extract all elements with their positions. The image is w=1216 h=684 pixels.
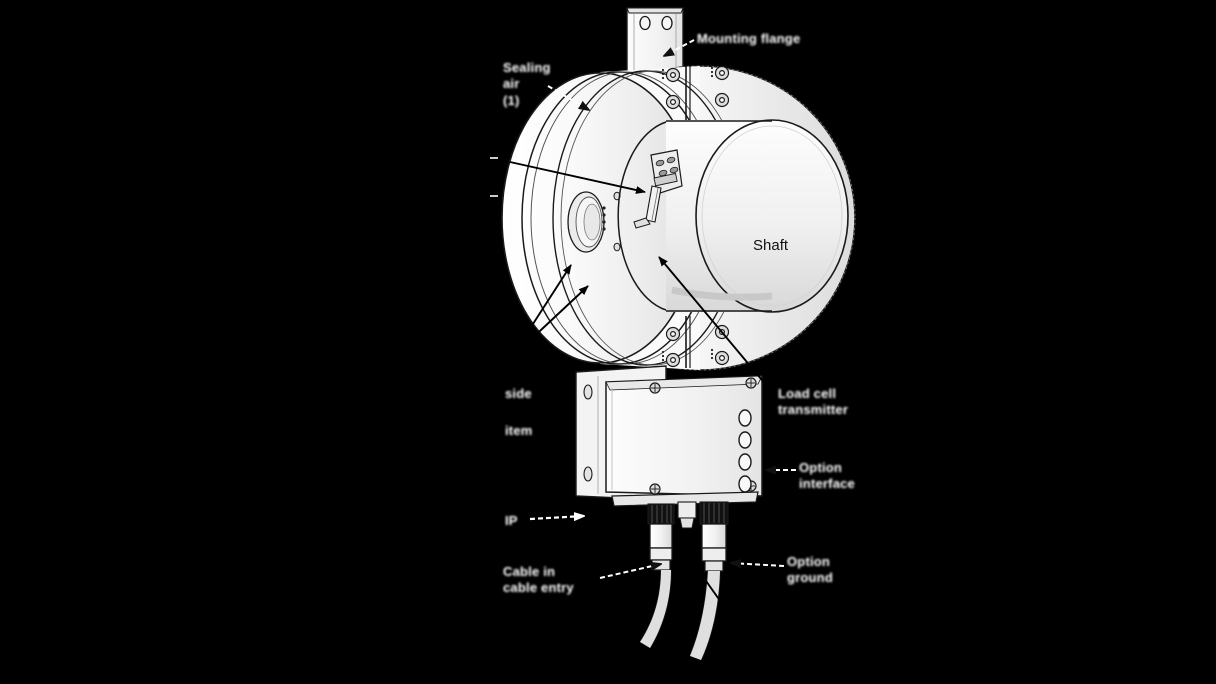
shaft-label: Shaft bbox=[753, 237, 789, 254]
cable-gland-right bbox=[677, 501, 729, 661]
label-mounting-flange: Mounting flange bbox=[697, 31, 801, 46]
label-ip-rating: IP bbox=[505, 513, 518, 528]
cable-gland-left bbox=[639, 503, 675, 649]
label-cable-entry: Cable in cable entry bbox=[503, 564, 574, 596]
callout-arrows bbox=[490, 39, 796, 661]
indicator-group bbox=[738, 409, 752, 493]
label-side: side bbox=[505, 386, 532, 401]
label-sealing-air: Sealing air (1) bbox=[503, 60, 551, 108]
label-item: item bbox=[505, 423, 533, 438]
nameplate-connector bbox=[633, 149, 683, 229]
label-option-interface: Option interface bbox=[799, 460, 855, 492]
shaft-cylinder: Shaft bbox=[617, 119, 849, 313]
junction-box bbox=[575, 365, 763, 507]
label-load-cell-transmitter: Load cell transmitter bbox=[778, 386, 849, 418]
label-option-ground: Option ground bbox=[787, 554, 833, 586]
